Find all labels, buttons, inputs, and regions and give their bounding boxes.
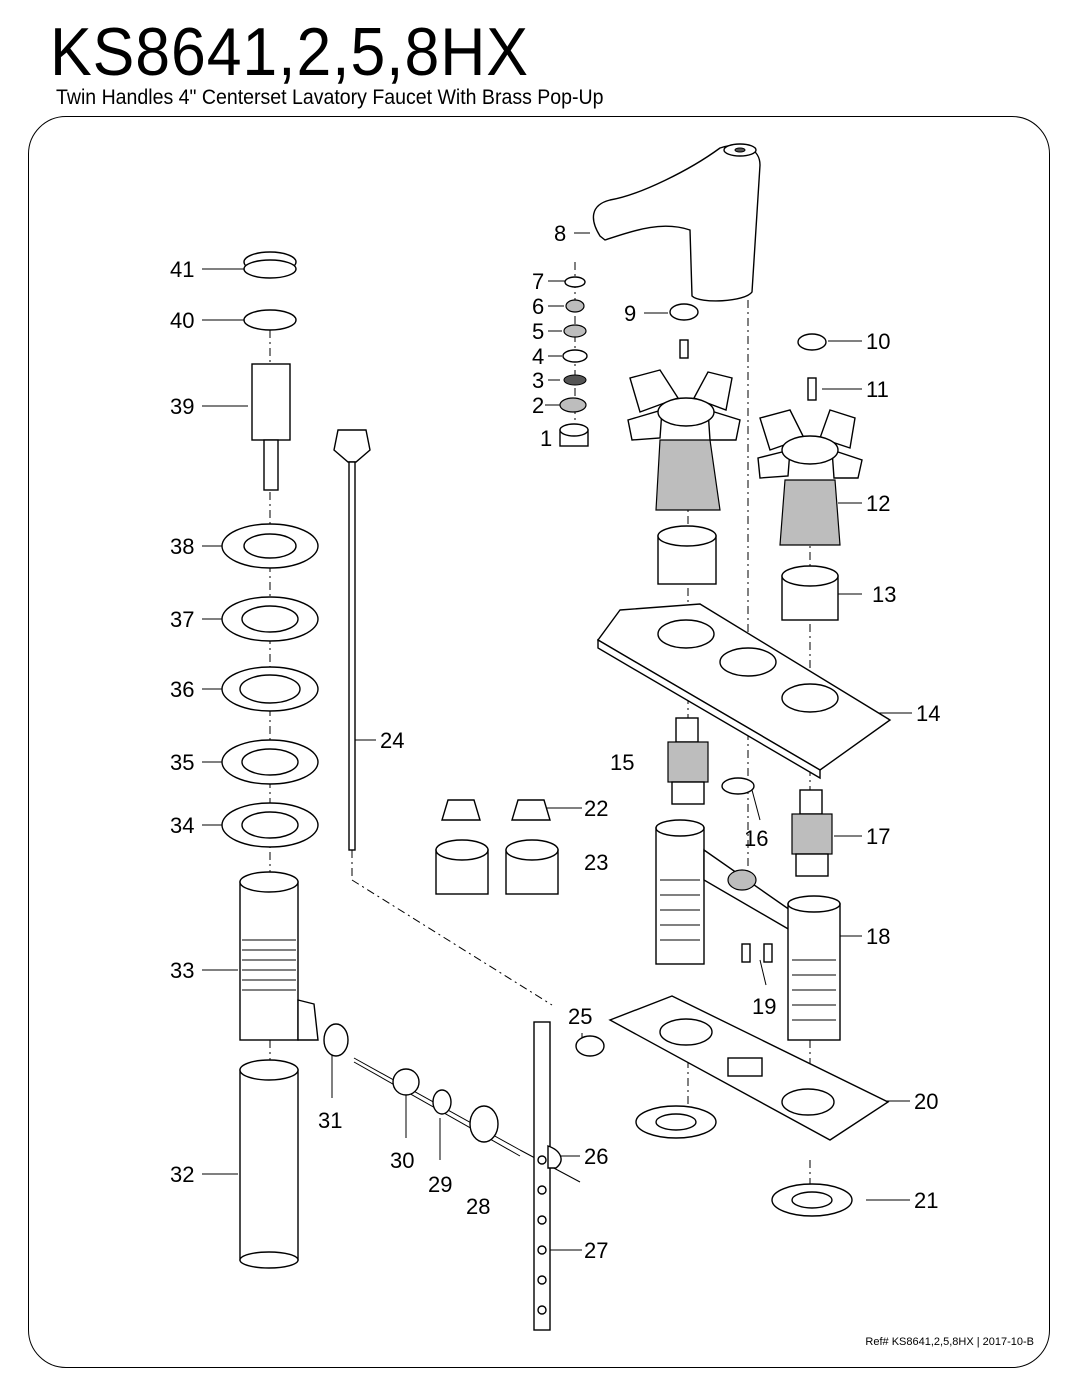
pivot-rod-assembly	[323, 1023, 581, 1183]
callout-26: 26	[584, 1144, 608, 1169]
escutcheon-plate	[596, 603, 892, 780]
callout-16: 16	[744, 826, 768, 851]
aerator-stack	[559, 276, 589, 447]
cross-handle-right	[757, 409, 863, 546]
callout-9: 9	[624, 301, 636, 326]
leader-lines	[202, 232, 912, 1251]
callout-13: 13	[872, 582, 896, 607]
drain-flanges	[221, 523, 319, 848]
callout-7: 7	[532, 269, 544, 294]
cartridge-left	[667, 717, 709, 805]
clevis-strap	[533, 1021, 605, 1331]
valve-body	[655, 819, 841, 1041]
callout-35: 35	[170, 750, 194, 775]
callout-20: 20	[914, 1089, 938, 1114]
callout-18: 18	[866, 924, 890, 949]
callout-10: 10	[866, 329, 890, 354]
callout-12: 12	[866, 491, 890, 516]
mounting-nut-left	[635, 1105, 717, 1139]
reference-number: Ref# KS8641,2,5,8HX | 2017-10-B	[865, 1336, 1034, 1348]
callout-39: 39	[170, 394, 194, 419]
tailpiece	[239, 1059, 299, 1269]
callout-2: 2	[532, 393, 544, 418]
callout-19: 19	[752, 994, 776, 1019]
callout-14: 14	[916, 701, 940, 726]
product-description: Twin Handles 4" Centerset Lavatory Fauce…	[56, 86, 604, 109]
mounting-nut-right	[771, 1183, 853, 1217]
callout-28: 28	[466, 1194, 490, 1219]
spout-part-8	[592, 143, 761, 302]
callout-33: 33	[170, 958, 194, 983]
bonnet-nuts	[657, 525, 839, 621]
callout-labels: 1 2 3 4 5 6 7 8 9 10 11 12 13 14 15 16 1…	[170, 221, 940, 1263]
callout-11: 11	[866, 377, 889, 402]
callout-21: 21	[914, 1188, 938, 1213]
compression-parts	[435, 799, 559, 895]
callout-25: 25	[568, 1004, 592, 1029]
model-number: KS8641,2,5,8HX	[50, 14, 529, 90]
cross-handle-left	[627, 369, 741, 511]
callout-38: 38	[170, 534, 194, 559]
callout-15: 15	[610, 750, 634, 775]
cartridge-right	[791, 789, 833, 877]
screws-19	[741, 943, 773, 963]
callout-36: 36	[170, 677, 194, 702]
pop-up-stopper	[243, 251, 297, 491]
callout-30: 30	[390, 1148, 414, 1173]
callout-1: 1	[540, 426, 552, 451]
callout-32: 32	[170, 1162, 194, 1187]
callout-27: 27	[584, 1238, 608, 1263]
callout-22: 22	[584, 796, 608, 821]
callout-17: 17	[866, 824, 890, 849]
callout-23: 23	[584, 850, 608, 875]
callout-31: 31	[318, 1108, 342, 1133]
lift-rod	[333, 429, 371, 851]
diagram-frame	[28, 116, 1050, 1368]
o-ring-16	[721, 777, 755, 795]
drain-body	[239, 871, 319, 1041]
callout-37: 37	[170, 607, 194, 632]
callout-24: 24	[380, 728, 404, 753]
callout-3: 3	[532, 368, 544, 393]
callout-5: 5	[532, 319, 544, 344]
callout-8: 8	[554, 221, 566, 246]
callout-4: 4	[532, 344, 544, 369]
callout-40: 40	[170, 308, 194, 333]
callout-6: 6	[532, 294, 544, 319]
callout-29: 29	[428, 1172, 452, 1197]
base-gasket	[608, 995, 890, 1141]
callout-41: 41	[170, 257, 194, 282]
handle-screws	[669, 303, 827, 401]
callout-34: 34	[170, 813, 194, 838]
